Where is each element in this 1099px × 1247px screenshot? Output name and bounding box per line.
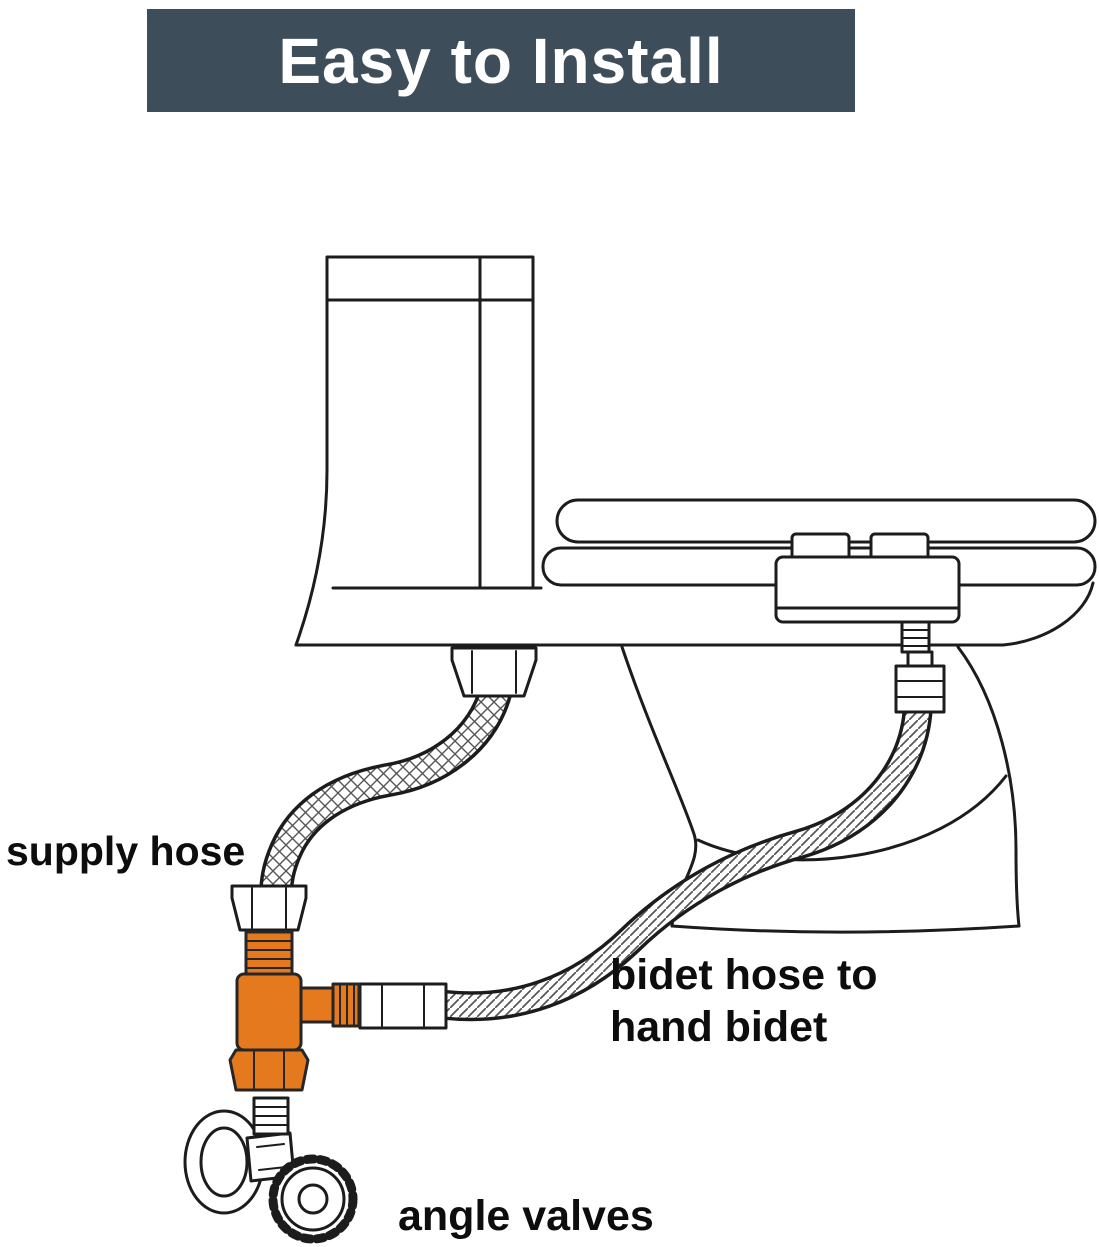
- angle-valve-flange-inner: [199, 1126, 249, 1198]
- bidet-attachment: [774, 532, 961, 654]
- title-banner: Easy to Install: [147, 9, 855, 112]
- t-valve-side-branch: [299, 986, 335, 1024]
- supply-hose: [230, 646, 538, 932]
- supply-hose-braid: [262, 685, 510, 899]
- bowl-base-line: [670, 924, 1021, 934]
- bowl-rear-curve: [1001, 581, 1095, 647]
- t-valve-side-thread-lines: [339, 983, 355, 1027]
- bidet-control-box: [774, 555, 961, 624]
- angle-valve: [183, 1096, 358, 1244]
- t-valve-bottom-nut-facets: [253, 1051, 285, 1089]
- label-bidet-hose: bidet hose to hand bidet: [610, 950, 878, 1053]
- bidet-hose-top-nut: [894, 664, 946, 714]
- bidet-inlet-threads: [901, 629, 930, 647]
- label-bidet-hose-line2: hand bidet: [610, 1002, 828, 1051]
- angle-valve-knurling: [268, 1154, 358, 1244]
- angle-valve-nut-hole: [297, 1183, 329, 1215]
- supply-hose-tank-nut: [450, 646, 538, 698]
- label-bidet-hose-line1: bidet hose to: [610, 951, 878, 999]
- bidet-hose-ribs: [444, 699, 930, 1018]
- supply-hose-tank-nut-facets: [471, 650, 517, 694]
- t-valve-bottom-nut: [228, 1048, 310, 1092]
- toilet-outline: [294, 255, 1095, 934]
- bidet-hose-valve-nut-facets: [381, 985, 425, 1027]
- toilet-tank: [294, 255, 535, 647]
- bidet-hose-valve-nut: [358, 982, 448, 1030]
- t-valve-top-thread-lines: [245, 940, 293, 969]
- label-supply-hose: supply hose: [6, 828, 246, 874]
- bidet-hose-top-nut-facets: [897, 680, 943, 698]
- t-adapter-valve: [228, 930, 361, 1092]
- supply-hose-valve-nut-facets: [251, 887, 287, 929]
- bidet-hose: [350, 650, 946, 1030]
- bowl-back-edge: [956, 645, 1021, 928]
- supply-hose-valve-nut: [230, 884, 308, 932]
- angle-valve-thread-lines: [253, 1106, 289, 1126]
- page-title: Easy to Install: [278, 24, 724, 97]
- t-valve-body: [235, 972, 303, 1052]
- angle-valve-stem-detail: [256, 1143, 287, 1171]
- label-angle-valves: angle valves: [398, 1192, 654, 1240]
